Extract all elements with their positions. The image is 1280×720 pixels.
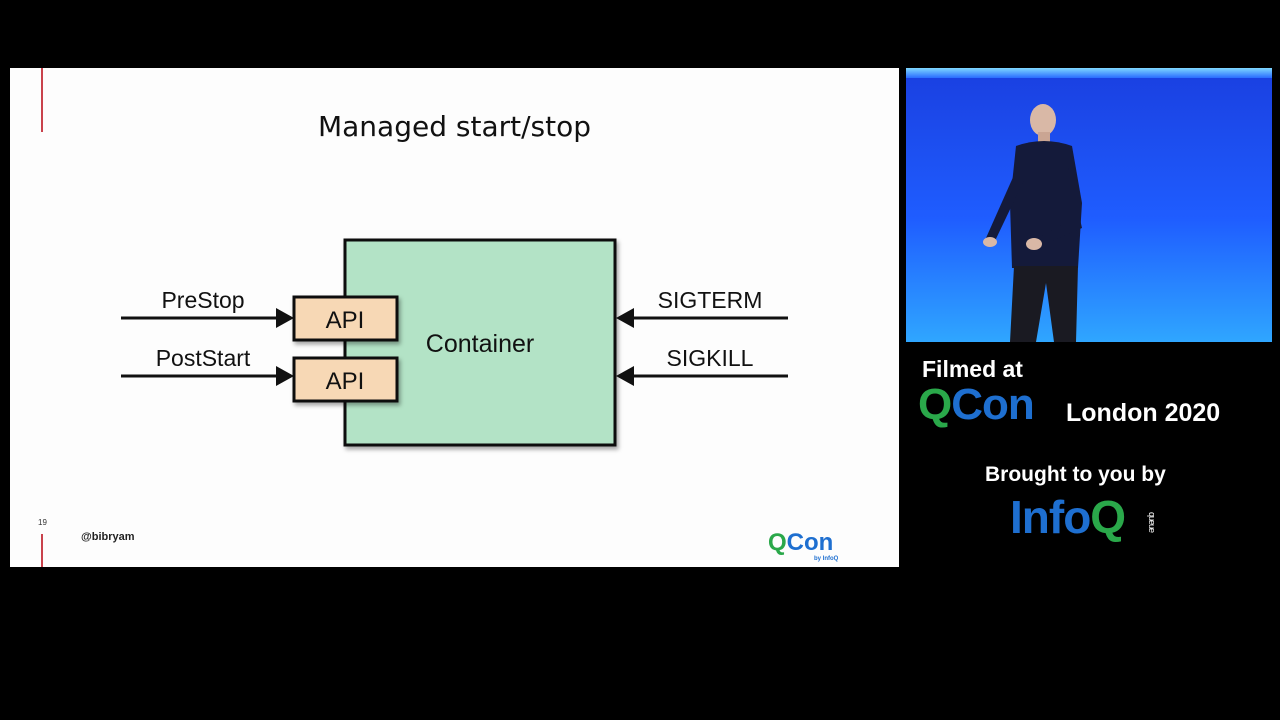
slide-accent-line	[41, 534, 43, 567]
qcon-logo-q: Q	[918, 380, 952, 429]
infoq-logo-queue: queue	[1147, 512, 1157, 533]
sigterm-arrowhead	[616, 308, 634, 328]
container-box	[343, 238, 617, 447]
speaker-figure	[983, 104, 1082, 342]
prestop-arrowhead	[276, 308, 294, 328]
qcon-logo-con: Con	[951, 380, 1035, 429]
prestop-label: PreStop	[161, 287, 244, 313]
brought-by-label: Brought to you by	[985, 463, 1166, 486]
container-label: Container	[426, 330, 534, 358]
api-label: API	[326, 368, 365, 395]
qcon-logo-large: QCon	[918, 380, 1035, 430]
qcon-logo-text: QCon	[768, 529, 833, 556]
infoq-logo-info: Info	[1010, 491, 1091, 543]
filmed-at-label: Filmed at	[922, 356, 1023, 382]
sigterm-label: SIGTERM	[658, 287, 763, 313]
slide-page-number: 19	[38, 518, 47, 527]
slide-title: Managed start/stop	[317, 110, 591, 143]
poststart-label: PostStart	[156, 345, 251, 371]
slide-accent-line	[41, 68, 43, 132]
api-box-prestop	[292, 295, 399, 342]
speaker-video	[906, 68, 1272, 342]
presentation-slide: Managed start/stop Container API API Pre…	[10, 68, 899, 567]
sigkill-label: SIGKILL	[667, 345, 754, 371]
lifecycle-diagram: Container API API PreStop PostStart SIGT…	[121, 238, 788, 447]
qcon-logo: QCon by InfoQ	[768, 529, 839, 562]
event-name: London 2020	[1066, 399, 1221, 427]
stage-light	[906, 68, 1272, 78]
speaker-handle: @bibryam	[81, 531, 135, 543]
qcon-logo-subtext: by InfoQ	[814, 556, 839, 562]
api-box-poststart	[292, 356, 399, 403]
infoq-logo-q: Q	[1090, 491, 1126, 543]
sigkill-arrowhead	[616, 366, 634, 386]
poststart-arrowhead	[276, 366, 294, 386]
api-label: API	[326, 307, 365, 334]
